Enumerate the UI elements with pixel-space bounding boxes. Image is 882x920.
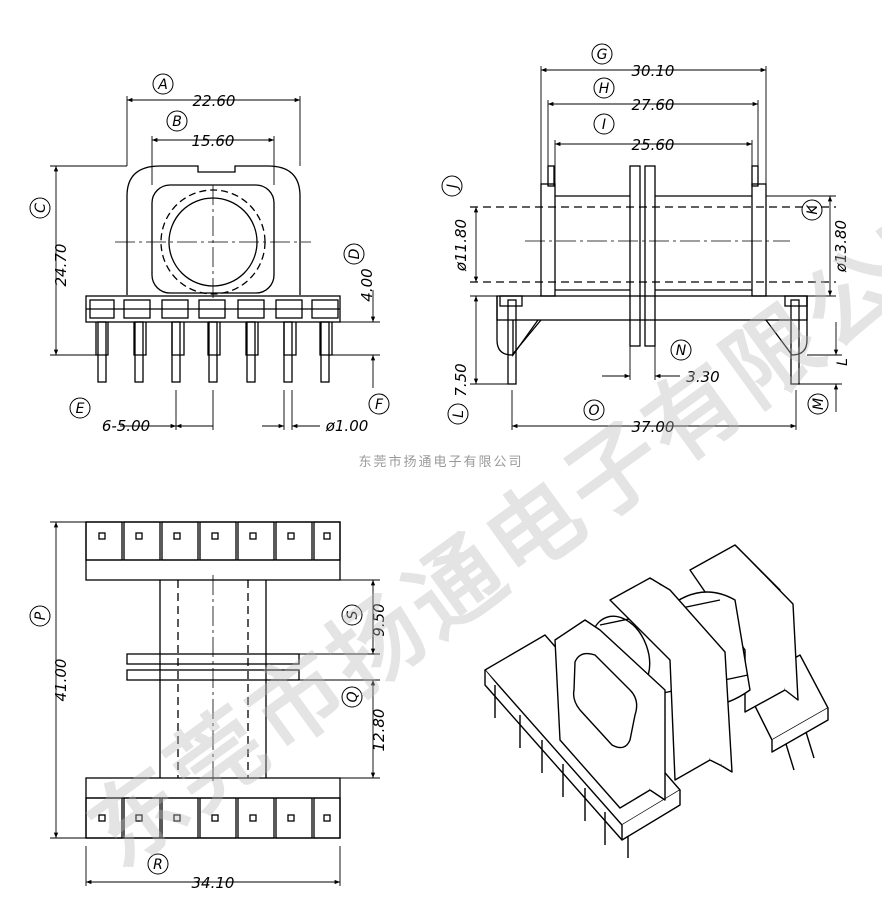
company-subtitle: 东莞市扬通电子有限公司	[358, 454, 523, 470]
callout-circle-p	[29, 605, 51, 627]
callout-circle-l	[447, 403, 469, 425]
front-view-dimensions	[50, 96, 380, 430]
side-label-l: L	[835, 358, 851, 366]
callout-circle-s	[341, 604, 363, 626]
callout-s: S	[345, 610, 361, 619]
dim-b-value: 15.60	[192, 132, 235, 150]
dim-h-value: 27.60	[632, 96, 675, 114]
side-view	[470, 165, 836, 385]
callout-j: J	[445, 184, 461, 191]
dim-f-value: ø1.00	[325, 417, 369, 435]
isometric-view	[484, 544, 829, 858]
callout-circle-r	[147, 853, 169, 875]
callout-b: B	[172, 114, 182, 130]
dim-r-value: 34.10	[192, 874, 235, 892]
front-view-labels: A 22.60 B 15.60 C 24.70 D 4.00 E 6-5.00 …	[29, 73, 390, 435]
callout-circle-n	[670, 339, 692, 361]
callout-c: C	[33, 203, 49, 213]
callout-r: R	[153, 857, 163, 873]
callout-circle-k	[801, 199, 823, 221]
callout-circle-b	[166, 110, 188, 132]
callout-a: A	[157, 77, 168, 93]
callout-d: D	[347, 248, 363, 259]
dim-e-value: 6-5.00	[102, 417, 150, 435]
callout-circle-a	[152, 73, 174, 95]
callout-g: G	[597, 47, 608, 63]
callout-o: O	[588, 403, 599, 419]
top-terminal-cells	[85, 521, 341, 561]
side-view-dimensions	[470, 66, 842, 430]
dim-s-value: 9.50	[370, 603, 388, 636]
callout-i: I	[602, 117, 606, 133]
dim-o-value: 37.00	[632, 418, 675, 436]
bottom-terminal-cells	[85, 797, 341, 839]
top-view	[85, 521, 341, 839]
callout-circle-f	[368, 393, 390, 415]
callout-n: N	[676, 343, 687, 359]
top-view-labels: P 41.00 S 9.50 Q 12.80 R 34.10	[29, 603, 388, 892]
callout-circle-j	[441, 175, 463, 197]
callout-e: E	[76, 401, 85, 417]
callout-circle-o	[583, 399, 605, 421]
callout-circle-i	[593, 113, 615, 135]
callout-m: M	[811, 398, 827, 410]
dim-k-value: ø13.80	[832, 220, 850, 273]
dim-d-value: 4.00	[358, 268, 376, 301]
callout-h: H	[599, 81, 610, 97]
callout-circle-h	[593, 77, 615, 99]
callout-circle-m	[807, 393, 829, 415]
callout-q: Q	[345, 691, 361, 702]
callout-circle-g	[591, 43, 613, 65]
callout-k: K	[805, 204, 821, 215]
callout-circle-q	[341, 686, 363, 708]
callout-circle-d	[343, 243, 365, 265]
callout-l: L	[451, 410, 467, 418]
callout-circle-c	[29, 197, 51, 219]
dim-i-value: 25.60	[632, 136, 675, 154]
dim-q-value: 12.80	[370, 709, 388, 752]
callout-f: F	[375, 397, 384, 413]
side-view-labels: G 30.10 H 27.60 I 25.60 J ø11.80 K ø13.8…	[441, 43, 851, 436]
callout-circle-e	[69, 397, 91, 419]
dim-l-value: 7.50	[452, 363, 470, 396]
dim-n-value: 3.30	[686, 368, 719, 386]
dim-a-value: 22.60	[193, 92, 236, 110]
dim-g-value: 30.10	[632, 62, 675, 80]
top-view-dimensions	[50, 521, 380, 886]
callout-p: P	[33, 611, 49, 620]
front-view	[85, 165, 341, 383]
dim-c-value: 24.70	[52, 244, 70, 287]
dim-p-value: 41.00	[52, 659, 70, 702]
dim-j-value: ø11.80	[452, 219, 470, 272]
